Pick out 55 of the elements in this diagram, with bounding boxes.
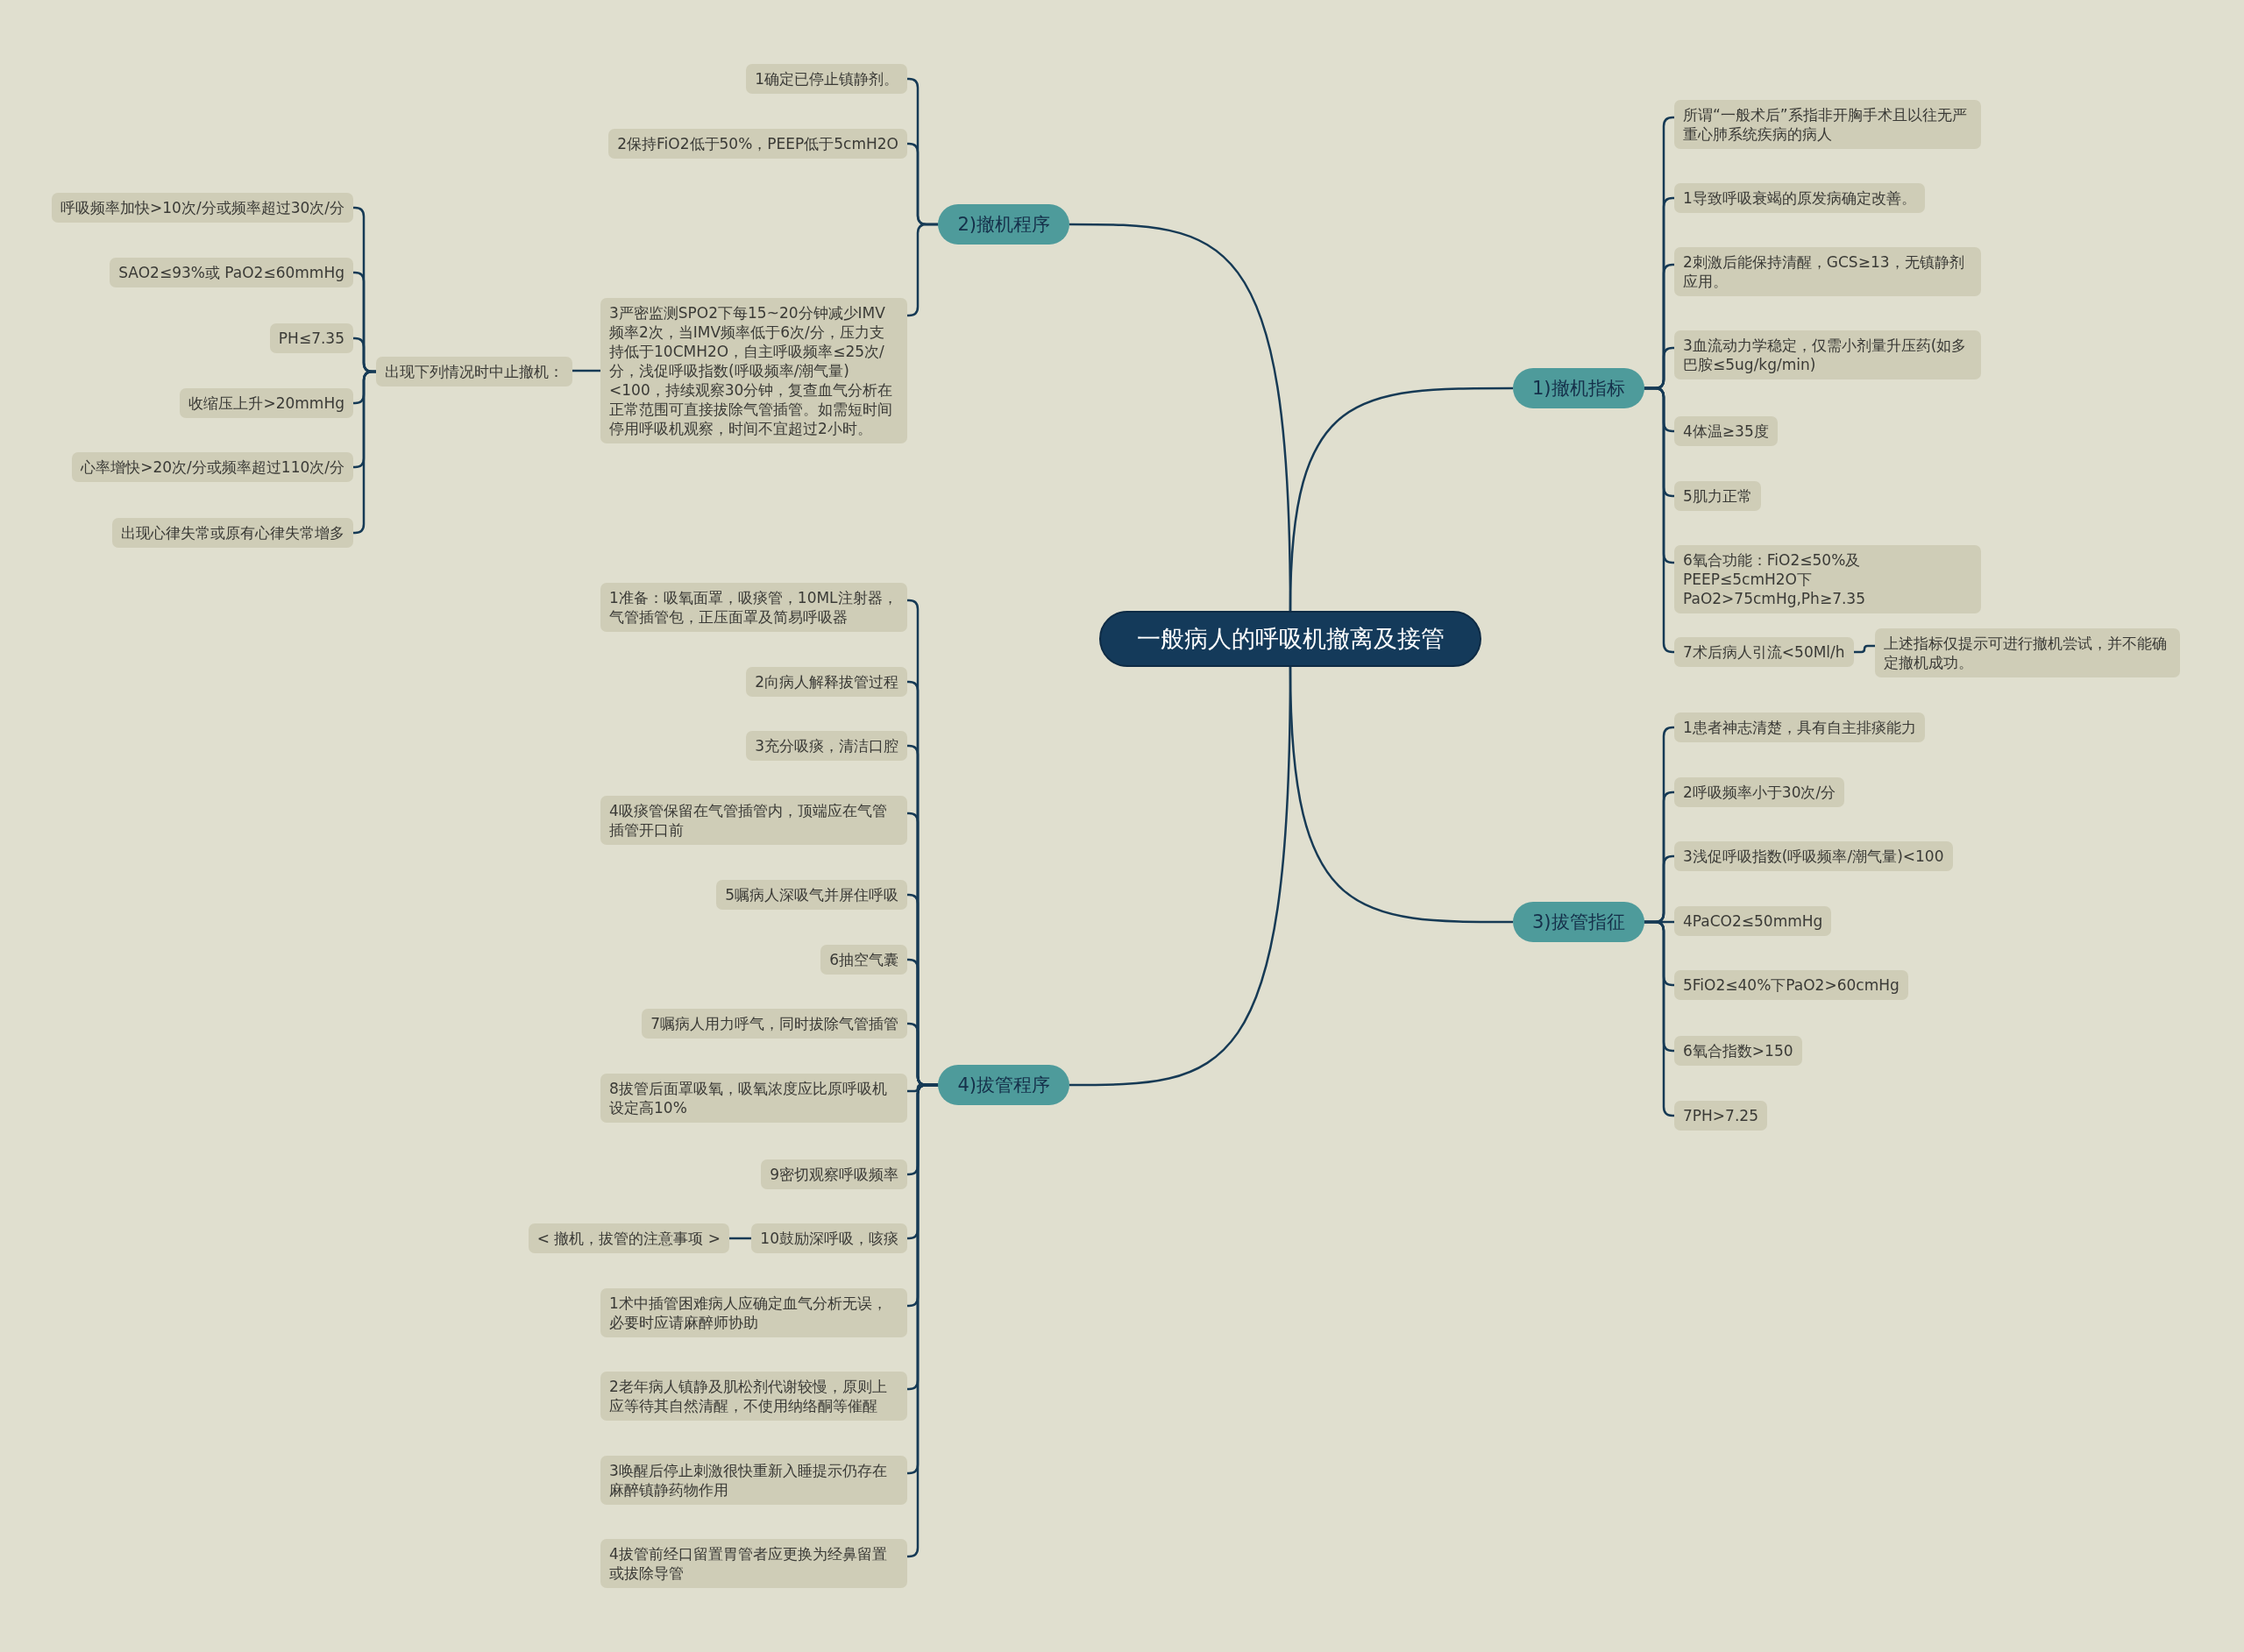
branch-topic: 1)撤机指标 bbox=[1513, 368, 1644, 408]
topic-box: PH≤7.35 bbox=[269, 323, 353, 353]
topic-box: 4体温≥35度 bbox=[1674, 416, 1778, 446]
topic-box: 7术后病人引流<50Ml/h bbox=[1674, 637, 1854, 667]
topic-box: 1准备：吸氧面罩，吸痰管，10ML注射器，气管插管包，正压面罩及简易呼吸器 bbox=[600, 583, 907, 632]
connector-line bbox=[729, 1237, 752, 1240]
topic-box: 上述指标仅提示可进行撤机尝试，并不能确定撤机成功。 bbox=[1875, 628, 2180, 677]
topic-box: 出现心律失常或原有心律失常增多 bbox=[112, 518, 353, 548]
topic-box: 5肌力正常 bbox=[1674, 481, 1761, 511]
topic-box: 3严密监测SPO2下每15~20分钟减少IMV频率2次，当IMV频率低于6次/分，压力支持低于10CMH2O，自主呼吸频率≤25次/分，浅促呼吸指数(呼吸频率/潮气量)<100，持续观察30分钟，复查血气分析在正常范围可直接拔除气管插管。如需短时间停用呼吸机观察，时间不宜超过2小时。 bbox=[600, 298, 907, 443]
connector-line bbox=[1853, 644, 1875, 654]
topic-box: 7PH>7.25 bbox=[1674, 1101, 1767, 1131]
topic-box: < 撤机，拔管的注意事项 > bbox=[528, 1223, 729, 1253]
connector-line bbox=[1644, 386, 1675, 654]
topic-box: 1导致呼吸衰竭的原发病确定改善。 bbox=[1674, 183, 1925, 213]
topic-box: 4PaCO2≤50mmHg bbox=[1674, 906, 1832, 936]
topic-box: 4拔管前经口留置胃管者应更换为经鼻留置或拔除导管 bbox=[600, 1539, 907, 1588]
topic-box: 3浅促呼吸指数(呼吸频率/潮气量)<100 bbox=[1674, 841, 1953, 871]
branch-topic: 4)拔管程序 bbox=[938, 1065, 1069, 1105]
topic-box: 4吸痰管保留在气管插管内，顶端应在气管插管开口前 bbox=[600, 796, 907, 845]
topic-box: 所谓“一般术后”系指非开胸手术且以往无严重心肺系统疾病的病人 bbox=[1674, 100, 1981, 149]
topic-box: 6抽空气囊 bbox=[820, 945, 907, 975]
connector-line bbox=[353, 370, 376, 535]
topic-box: 1术中插管困难病人应确定血气分析无误，必要时应请麻醉师协助 bbox=[600, 1288, 907, 1337]
topic-box: 1患者神志清楚，具有自主排痰能力 bbox=[1674, 713, 1925, 742]
connector-line bbox=[1069, 667, 1292, 1087]
topic-box: 2刺激后能保持清醒，GCS≥13，无镇静剂应用。 bbox=[1674, 247, 1981, 296]
topic-box: 呼吸频率加快>10次/分或频率超过30次/分 bbox=[52, 193, 353, 223]
topic-box: 9密切观察呼吸频率 bbox=[761, 1159, 907, 1189]
topic-box: 3血流动力学稳定，仅需小剂量升压药(如多巴胺≤5ug/kg/min) bbox=[1674, 330, 1981, 379]
topic-box: 心率增快>20次/分或频率超过110次/分 bbox=[72, 452, 353, 482]
topic-box: 3充分吸痰，清洁口腔 bbox=[746, 731, 907, 761]
branch-topic: 2)撤机程序 bbox=[938, 204, 1069, 245]
topic-box: 2老年病人镇静及肌松剂代谢较慢，原则上应等待其自然清醒，不使用纳络酮等催醒 bbox=[600, 1372, 907, 1421]
topic-box: 2保持FiO2低于50%，PEEP低于5cmH2O bbox=[608, 129, 907, 159]
topic-box: 2向病人解释拔管过程 bbox=[746, 667, 907, 697]
topic-box: 1确定已停止镇静剂。 bbox=[746, 64, 907, 94]
topic-box: 7嘱病人用力呼气，同时拔除气管插管 bbox=[642, 1009, 907, 1039]
topic-box: 2呼吸频率小于30次/分 bbox=[1674, 777, 1845, 807]
topic-box: 8拔管后面罩吸氧，吸氧浓度应比原呼吸机设定高10% bbox=[600, 1074, 907, 1123]
topic-box: 6氧合功能：FiO2≤50%及PEEP≤5cmH2O下PaO2>75cmHg,Ph≥7.35 bbox=[1674, 545, 1981, 613]
topic-box: SAO2≤93%或 PaO2≤60mmHg bbox=[110, 258, 353, 287]
connector-line bbox=[572, 369, 600, 372]
topic-box: 6氧合指数>150 bbox=[1674, 1036, 1802, 1066]
connector-line bbox=[1069, 223, 1292, 611]
connector-line bbox=[1644, 920, 1674, 1117]
branch-topic: 3)拔管指征 bbox=[1513, 902, 1644, 942]
central-topic: 一般病人的呼吸机撤离及接管 bbox=[1099, 611, 1481, 667]
topic-box: 10鼓励深呼吸，咳痰 bbox=[751, 1223, 907, 1253]
topic-box: 5嘱病人深吸气并屏住呼吸 bbox=[716, 880, 907, 910]
connector-line bbox=[907, 223, 939, 317]
topic-box: 5FiO2≤40%下PaO2>60cmHg bbox=[1674, 970, 1908, 1000]
topic-box: 出现下列情况时中止撤机： bbox=[376, 357, 572, 386]
topic-box: 3唤醒后停止刺激很快重新入睡提示仍存在麻醉镇静药物作用 bbox=[600, 1456, 907, 1505]
topic-box: 收缩压上升>20mmHg bbox=[180, 388, 353, 418]
